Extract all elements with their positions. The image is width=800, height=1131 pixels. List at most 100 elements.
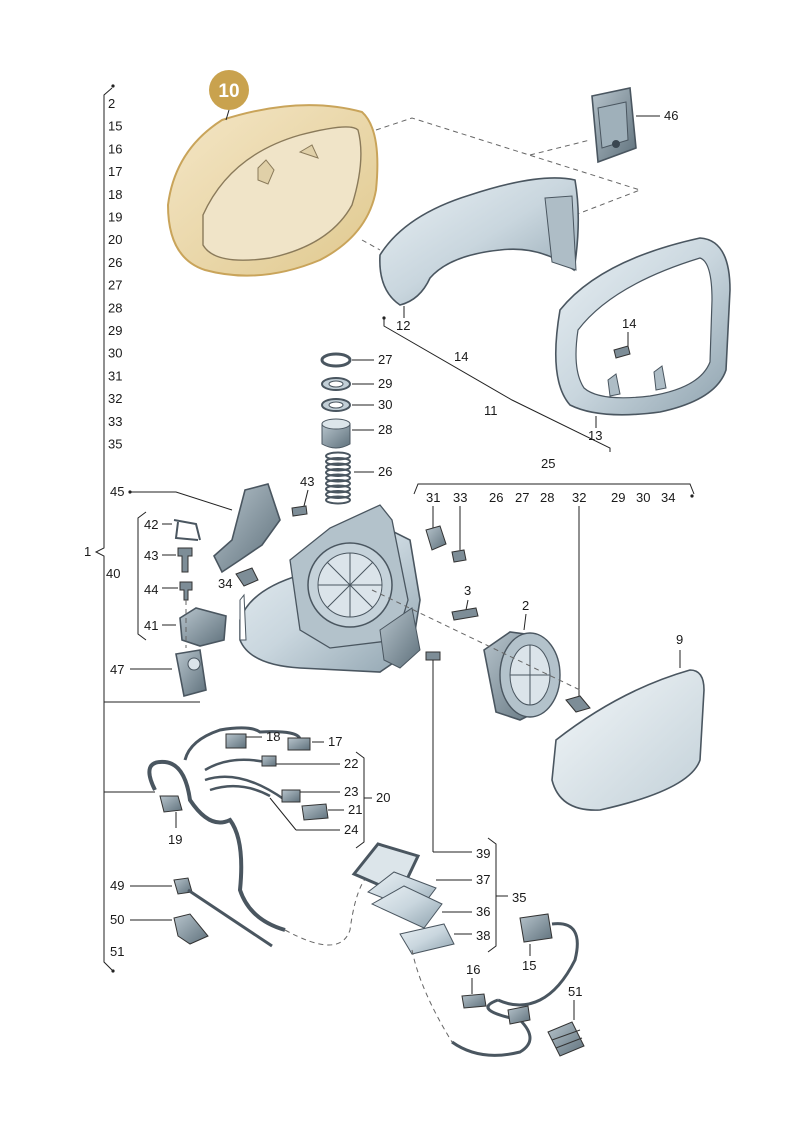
label-21: 21: [348, 802, 362, 817]
part-51-grommet[interactable]: [547, 1021, 585, 1057]
label-23: 23: [344, 784, 358, 799]
group-25-item: 31: [426, 490, 440, 505]
label-45: 45: [110, 484, 124, 499]
label-43-top: 43: [300, 474, 314, 489]
label-38: 38: [476, 928, 490, 943]
group-25-item: 32: [572, 490, 586, 505]
label-11: 11: [484, 403, 498, 418]
label-47: 47: [110, 662, 124, 677]
index-item: 35: [108, 437, 122, 452]
part-screw-lower[interactable]: [425, 651, 441, 661]
part-43-screw[interactable]: [177, 547, 193, 573]
label-15: 15: [522, 958, 536, 973]
part-9-mirror-glass[interactable]: [551, 669, 705, 811]
part-27-ring[interactable]: [320, 352, 352, 368]
mirror-cap-highlighted[interactable]: [166, 104, 379, 277]
part-12-mirror-cap[interactable]: [379, 177, 580, 306]
index-item: 20: [108, 232, 122, 247]
label-17: 17: [328, 734, 342, 749]
part-47-motor[interactable]: [175, 649, 207, 697]
highlight-badge-text: 10: [218, 81, 239, 102]
part-36-gasket[interactable]: [370, 885, 443, 929]
part-3-screw[interactable]: [451, 607, 479, 621]
label-40: 40: [106, 566, 120, 581]
index-item: 19: [108, 210, 122, 225]
label-46: 46: [664, 108, 678, 123]
part-15-harness[interactable]: [411, 913, 579, 1057]
label-27: 27: [378, 352, 392, 367]
index-item: 29: [108, 323, 122, 338]
label-14b: 14: [622, 316, 636, 331]
part-16-connector[interactable]: [461, 993, 487, 1009]
part-33-screw[interactable]: [451, 549, 467, 563]
label-28: 28: [378, 422, 392, 437]
spring-coil: [325, 473, 351, 483]
label-44: 44: [144, 582, 158, 597]
index-item: 18: [108, 187, 122, 202]
label-49: 49: [110, 878, 124, 893]
part-44-screw[interactable]: [179, 581, 193, 601]
label-51b: 51: [568, 984, 582, 999]
part-28-bushing[interactable]: [321, 418, 351, 449]
spring-coil: [325, 495, 351, 505]
label-43: 43: [144, 548, 158, 563]
part-29-ring[interactable]: [321, 377, 351, 391]
mirror-base-assembly[interactable]: [239, 504, 421, 673]
part-26-spring[interactable]: [325, 451, 351, 505]
part-50-holder[interactable]: [173, 913, 209, 945]
highlight-badge: [209, 70, 249, 110]
label-37: 37: [476, 872, 490, 887]
label-9: 9: [676, 632, 683, 647]
part-38-trim[interactable]: [399, 923, 455, 955]
part-2-adjuster-motor[interactable]: [483, 631, 561, 721]
label-2: 2: [522, 598, 529, 613]
part-45-bracket[interactable]: [213, 483, 281, 574]
group-25-item: 29: [611, 490, 625, 505]
label-24: 24: [344, 822, 358, 837]
label-41: 41: [144, 618, 158, 633]
index-item: 33: [108, 414, 122, 429]
label-26: 26: [378, 464, 392, 479]
index-item: 28: [108, 300, 122, 315]
part-13-mirror-frame[interactable]: [554, 237, 731, 416]
part-31-clip[interactable]: [425, 525, 447, 551]
part-49-cable-tie[interactable]: [173, 877, 273, 948]
group-25-item: 33: [453, 490, 467, 505]
index-item: 2: [108, 96, 115, 111]
spring-coil: [325, 457, 351, 466]
label-42: 42: [144, 517, 158, 532]
part-42-clip[interactable]: [173, 519, 201, 541]
spring-coil: [325, 468, 351, 477]
index-item: 26: [108, 255, 122, 270]
index-title: 1: [84, 544, 91, 559]
spring-coil: [325, 462, 351, 472]
index-item: 15: [108, 119, 122, 134]
group-25-item: 30: [636, 490, 650, 505]
part-34-clip[interactable]: [235, 567, 259, 587]
group-25-item: 34: [661, 490, 675, 505]
spring-coil: [325, 484, 351, 494]
label-51: 51: [110, 944, 124, 959]
group-25-item: 26: [489, 490, 503, 505]
label-34: 34: [218, 576, 232, 591]
index-item: 16: [108, 141, 122, 156]
label-50: 50: [110, 912, 124, 927]
index-item: 31: [108, 368, 122, 383]
label-36: 36: [476, 904, 490, 919]
index-item: 17: [108, 164, 122, 179]
label-25: 25: [541, 456, 555, 471]
label-35: 35: [512, 890, 526, 905]
wiring-harness[interactable]: [147, 726, 381, 946]
label-12: 12: [396, 318, 410, 333]
part-30-ring[interactable]: [321, 398, 351, 412]
part-32-screw[interactable]: [565, 695, 591, 713]
label-20: 20: [376, 790, 390, 805]
spring-coil: [325, 490, 351, 499]
label-39: 39: [476, 846, 490, 861]
label-16: 16: [466, 962, 480, 977]
part-41-motor[interactable]: [179, 607, 227, 647]
group-25-item: 28: [540, 490, 554, 505]
part-46-sensor[interactable]: [591, 87, 637, 164]
label-18: 18: [266, 729, 280, 744]
